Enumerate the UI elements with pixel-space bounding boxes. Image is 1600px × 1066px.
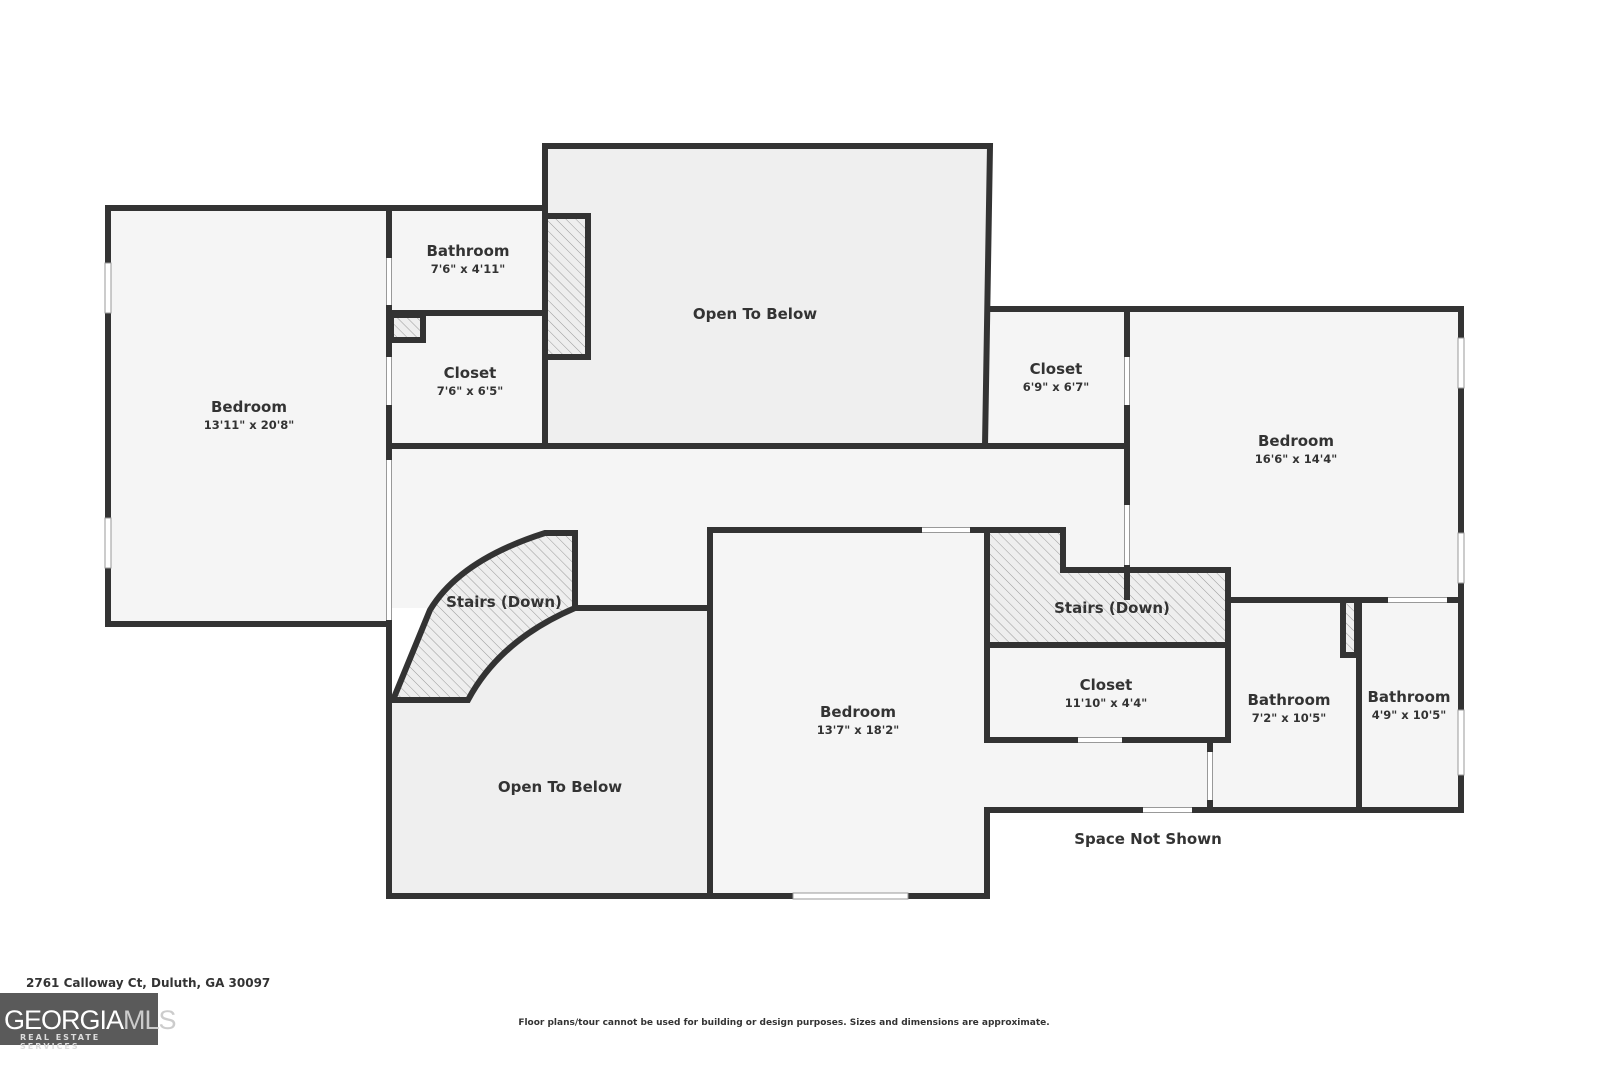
dims-closet-right: 6'9" x 6'7"	[1023, 380, 1089, 394]
room-bedroom-left	[108, 208, 389, 624]
georgia-mls-logo: GEORGIAMLS REAL ESTATE SERVICES	[0, 993, 177, 1051]
dims-bedroom-left: 13'11" x 20'8"	[204, 418, 294, 432]
label-bedroom-left: Bedroom	[211, 398, 287, 416]
room-open-bottom	[389, 608, 710, 896]
label-open-top: Open To Below	[693, 305, 817, 323]
room-open-top	[545, 146, 990, 446]
wall	[386, 624, 710, 899]
window	[104, 517, 112, 569]
logo-wordmark: GEORGIAMLS	[4, 1005, 177, 1036]
window	[1457, 709, 1465, 776]
label-stairs-right: Stairs (Down)	[1054, 599, 1170, 617]
chase-hatch-right	[1340, 597, 1360, 658]
label-bathroom-top: Bathroom	[426, 242, 509, 260]
dims-closet-bottom: 11'10" x 4'4"	[1065, 696, 1147, 710]
label-bedroom-right: Bedroom	[1258, 432, 1334, 450]
wall	[542, 143, 994, 449]
logo-primary: GEORGIA	[4, 1005, 124, 1035]
wall	[707, 306, 1464, 899]
logo-secondary: MLS	[123, 1005, 177, 1035]
wall	[105, 205, 392, 627]
label-space-not-shown: Space Not Shown	[1074, 830, 1222, 848]
label-stairs-left: Stairs (Down)	[446, 593, 562, 611]
window	[104, 262, 112, 314]
label-bathroom-mid: Bathroom	[1247, 691, 1330, 709]
label-bedroom-center: Bedroom	[820, 703, 896, 721]
property-address: 2761 Calloway Ct, Duluth, GA 30097	[26, 976, 271, 990]
dims-bedroom-center: 13'7" x 18'2"	[817, 723, 899, 737]
chimney-hatch	[542, 213, 591, 360]
room-bedroom-center	[710, 530, 987, 896]
window	[1457, 337, 1465, 389]
label-closet-left: Closet	[444, 364, 497, 382]
dims-bathroom-mid: 7'2" x 10'5"	[1252, 711, 1326, 725]
window	[792, 892, 909, 900]
dims-closet-left: 7'6" x 6'5"	[437, 384, 503, 398]
dims-bathroom-top: 7'6" x 4'11"	[431, 262, 505, 276]
window	[1457, 532, 1465, 584]
logo-tagline: REAL ESTATE SERVICES	[20, 1033, 101, 1051]
stairs-left-shape	[388, 530, 578, 703]
chase-hatch	[388, 312, 426, 343]
label-open-bottom: Open To Below	[498, 778, 622, 796]
dims-bedroom-right: 16'6" x 14'4"	[1255, 452, 1337, 466]
label-bathroom-right: Bathroom	[1367, 688, 1450, 706]
disclaimer: Floor plans/tour cannot be used for buil…	[518, 1018, 1050, 1028]
dims-bathroom-right: 4'9" x 10'5"	[1372, 708, 1446, 722]
label-closet-right: Closet	[1030, 360, 1083, 378]
label-closet-bottom: Closet	[1080, 676, 1133, 694]
